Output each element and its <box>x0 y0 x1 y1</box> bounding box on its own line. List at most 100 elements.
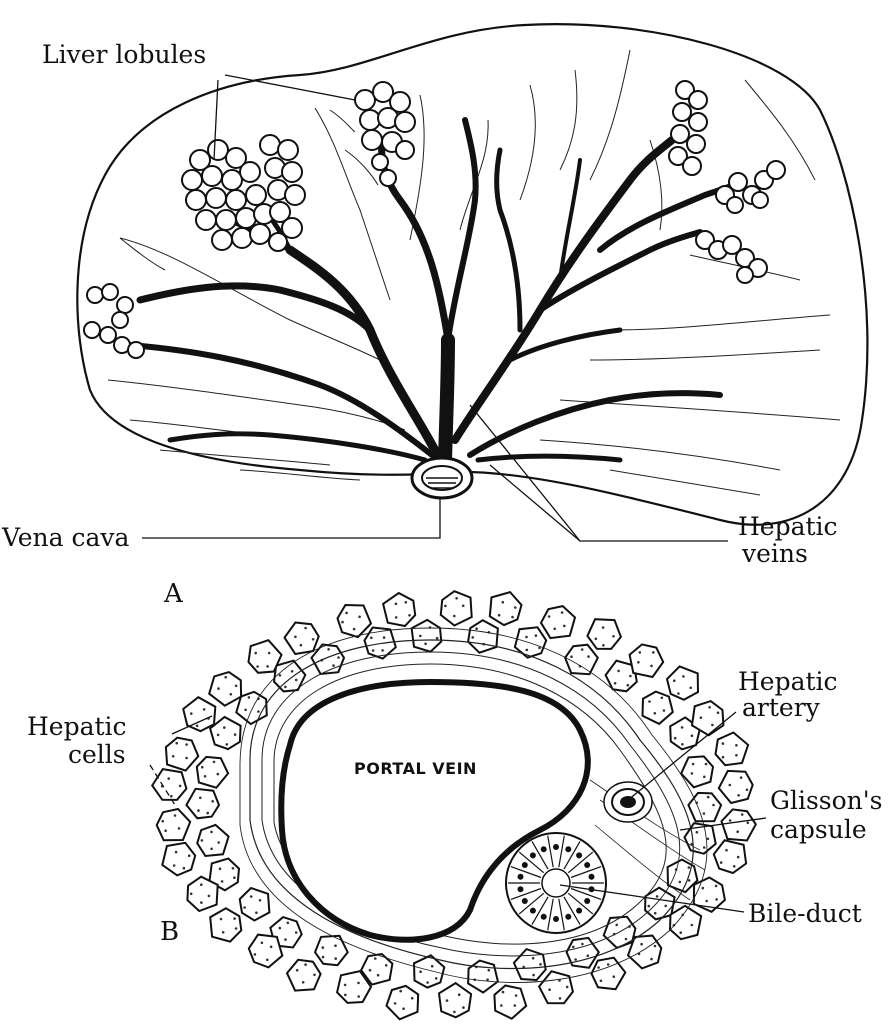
cell-granule <box>511 615 514 619</box>
bile-duct-cell-wall <box>510 887 542 900</box>
cell-granule <box>735 744 738 747</box>
bile-duct-cell-wall <box>563 841 581 870</box>
bile-duct-cell-wall <box>570 866 602 879</box>
cell-granule <box>660 696 664 700</box>
hepatic-artery <box>603 781 653 823</box>
cell-granule <box>673 736 677 740</box>
panel-letter-b: B <box>160 917 179 947</box>
bile-duct-cell-wall <box>518 892 545 915</box>
cell-granule <box>719 861 723 864</box>
leader-bile-duct <box>559 884 745 913</box>
cell-granule <box>652 651 655 654</box>
cell-granule <box>294 931 298 934</box>
liver-lobule-cluster-top <box>354 81 416 187</box>
cell-granule <box>257 710 260 713</box>
cell-granule <box>453 614 456 618</box>
cell-granule <box>211 800 214 803</box>
cell-granule <box>691 762 695 766</box>
cell-granule <box>357 981 360 985</box>
label-portal-vein: PORTAL VEIN <box>354 759 477 778</box>
cell-granule <box>200 901 203 904</box>
label-hepatic-cells-line2: cells <box>68 740 126 769</box>
liver-lobule-cluster-far-left <box>83 283 145 359</box>
cell-granule <box>617 669 620 673</box>
cell-granule <box>680 726 684 729</box>
cell-granule <box>745 788 749 792</box>
cell-granule <box>702 846 706 849</box>
cell-granule <box>278 926 282 930</box>
cell-granule <box>343 983 347 987</box>
cell-granule <box>345 611 348 615</box>
cell-granule <box>195 724 199 728</box>
cell-granule <box>171 755 175 758</box>
cell-granule <box>612 635 615 638</box>
cell-granule <box>187 854 191 857</box>
cell-granule <box>513 1004 517 1007</box>
cell-granule <box>702 812 706 815</box>
cell-granule <box>721 755 725 759</box>
leader-hepatic-artery <box>627 711 737 801</box>
bile-duct-cell-wall <box>547 835 554 868</box>
cell-granule <box>716 711 720 714</box>
cell-granule <box>218 867 222 870</box>
cell-granule <box>253 953 257 956</box>
cell-granule <box>740 813 744 816</box>
cell-granule <box>687 866 691 869</box>
hepatic-cell <box>687 791 723 823</box>
cell-granule <box>606 963 610 966</box>
cell-granule <box>487 968 491 972</box>
hepatic-cell <box>161 841 197 877</box>
cell-granule <box>721 742 725 745</box>
bile-duct-cell-wall <box>567 851 594 874</box>
bile-duct <box>505 832 607 934</box>
cell-granule <box>679 931 682 934</box>
cell-granule <box>267 651 271 655</box>
bile-duct-cell-nucleus <box>521 898 528 904</box>
cell-granule <box>735 754 738 757</box>
hepatic-cell <box>668 904 703 941</box>
cell-granule <box>313 973 316 977</box>
hepatic-cells-ring <box>150 590 757 1021</box>
bile-duct-cell-nucleus <box>517 886 524 893</box>
hepatic-cell <box>208 857 241 892</box>
cell-granule <box>532 973 535 977</box>
cell-granule <box>471 636 475 639</box>
hepatic-cell <box>712 839 748 875</box>
cell-granule <box>233 733 237 736</box>
cell-granule <box>461 604 465 608</box>
cell-granule <box>284 685 287 689</box>
cell-granule <box>612 975 616 978</box>
diagram-b: PORTAL VEIN Hepatic cells Hepatic artery… <box>27 590 882 1021</box>
cell-granule <box>501 990 505 994</box>
cell-granule <box>453 1010 456 1014</box>
hepatic-cell <box>186 875 219 913</box>
liver-lobule-cluster-left <box>181 134 306 252</box>
cell-granule <box>602 644 605 647</box>
cell-granule <box>699 716 703 719</box>
cell-granule <box>678 880 682 884</box>
hepatic-cell <box>195 755 230 789</box>
cell-granule <box>629 674 632 678</box>
cell-granule <box>746 821 750 825</box>
cell-granule <box>266 958 269 962</box>
liver-lobule-cluster-right-upper <box>668 80 708 176</box>
cell-granule <box>290 670 294 673</box>
cell-granule <box>701 886 705 890</box>
bile-duct-cell-nucleus <box>576 852 583 859</box>
cell-granule <box>203 775 207 778</box>
hepatic-cell <box>717 769 754 805</box>
bile-duct-cell-nucleus <box>540 846 547 853</box>
cell-granule <box>653 712 657 715</box>
cell-granule <box>344 993 347 997</box>
cell-granule <box>514 606 517 609</box>
cell-granule <box>370 636 373 640</box>
cell-granule <box>207 894 211 898</box>
label-glissons-capsule-line1: Glisson's <box>770 786 882 815</box>
cell-granule <box>653 911 657 915</box>
cell-granule <box>424 642 427 646</box>
cell-granule <box>655 895 659 898</box>
hepatic-cell <box>247 933 284 969</box>
cell-granule <box>216 772 220 776</box>
cell-granule <box>682 675 685 678</box>
bile-duct-cell-nucleus <box>553 916 559 922</box>
